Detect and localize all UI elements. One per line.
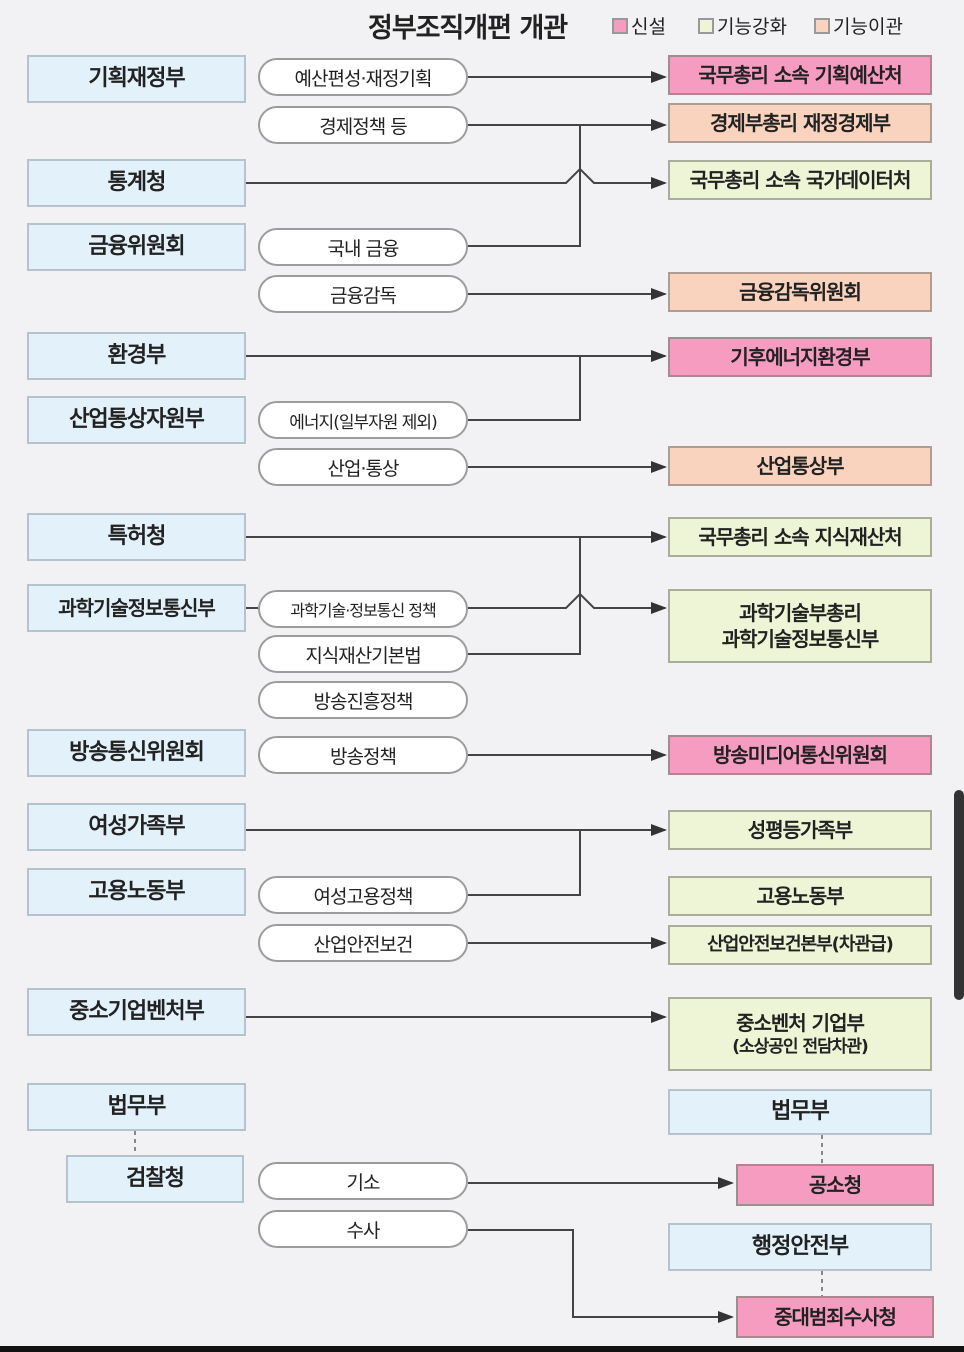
after-box-line2: (소상공인 전담차관) [732,1036,869,1057]
after-box: 중대범죄수사청 [736,1296,934,1338]
after-box: 중소벤처 기업부(소상공인 전담차관) [668,997,932,1071]
before-box: 법무부 [27,1083,246,1131]
legend-label: 기능이관 [833,16,903,38]
after-box: 국무총리 소속 지식재산처 [668,517,932,557]
legend-label: 기능강화 [717,16,787,38]
scrollbar[interactable] [954,790,964,1000]
legend-swatch [814,17,830,34]
legend-label: 신설 [631,16,666,38]
after-box: 산업통상부 [668,446,932,486]
legend-strengthen: 기능강화 [698,12,787,39]
after-box: 고용노동부 [668,876,932,916]
before-box: 산업통상자원부 [27,396,246,444]
before-box: 고용노동부 [27,868,246,916]
function-pill: 방송정책 [258,736,468,774]
legend-new: 신설 [612,12,666,39]
function-pill: 예산편성·재정기획 [258,58,468,96]
function-pill: 경제정책 등 [258,106,468,144]
after-box-line1: 과학기술부총리 [739,601,862,625]
after-box: 법무부 [668,1089,932,1135]
function-pill: 국내 금융 [258,228,468,266]
after-box: 방송미디어통신위원회 [668,735,932,775]
after-box: 산업안전보건본부(차관급) [668,925,932,965]
function-pill: 기소 [258,1162,468,1200]
before-box: 중소기업벤처부 [27,988,246,1036]
before-box: 여성가족부 [27,803,246,851]
legend-transfer: 기능이관 [814,12,903,39]
function-pill: 에너지(일부자원 제외) [258,401,468,439]
after-box: 국무총리 소속 국가데이터처 [668,160,932,200]
before-box: 방송통신위원회 [27,729,246,777]
before-box: 금융위원회 [27,223,246,271]
after-box: 기후에너지환경부 [668,337,932,377]
before-box: 통계청 [27,159,246,207]
before-box: 특허청 [27,513,246,561]
function-pill: 지식재산기본법 [258,635,468,673]
after-box-line1: 중소벤처 기업부 [736,1010,865,1035]
function-pill: 산업·통상 [258,448,468,486]
function-pill: 산업안전보건 [258,924,468,962]
page-title: 정부조직개편 개관 [368,13,568,44]
function-pill: 방송진흥정책 [258,681,468,719]
after-box: 성평등가족부 [668,810,932,850]
before-box: 과학기술정보통신부 [27,584,246,632]
before-box: 기획재정부 [27,55,246,103]
before-box: 환경부 [27,332,246,380]
function-pill: 수사 [258,1210,468,1248]
function-pill: 과학기술·정보통신 정책 [258,590,468,628]
function-pill: 여성고용정책 [258,876,468,914]
after-box: 국무총리 소속 기획예산처 [668,55,932,95]
bottom-edge [0,1346,964,1352]
function-pill: 금융감독 [258,275,468,313]
legend-swatch [612,17,628,34]
legend-swatch [698,17,714,34]
after-box: 금융감독위원회 [668,272,932,312]
before-box: 검찰청 [66,1155,244,1203]
after-box: 경제부총리 재정경제부 [668,103,932,143]
after-box: 행정안전부 [668,1223,932,1271]
after-box: 공소청 [736,1164,934,1206]
after-box-line2: 과학기술정보통신부 [721,627,880,651]
